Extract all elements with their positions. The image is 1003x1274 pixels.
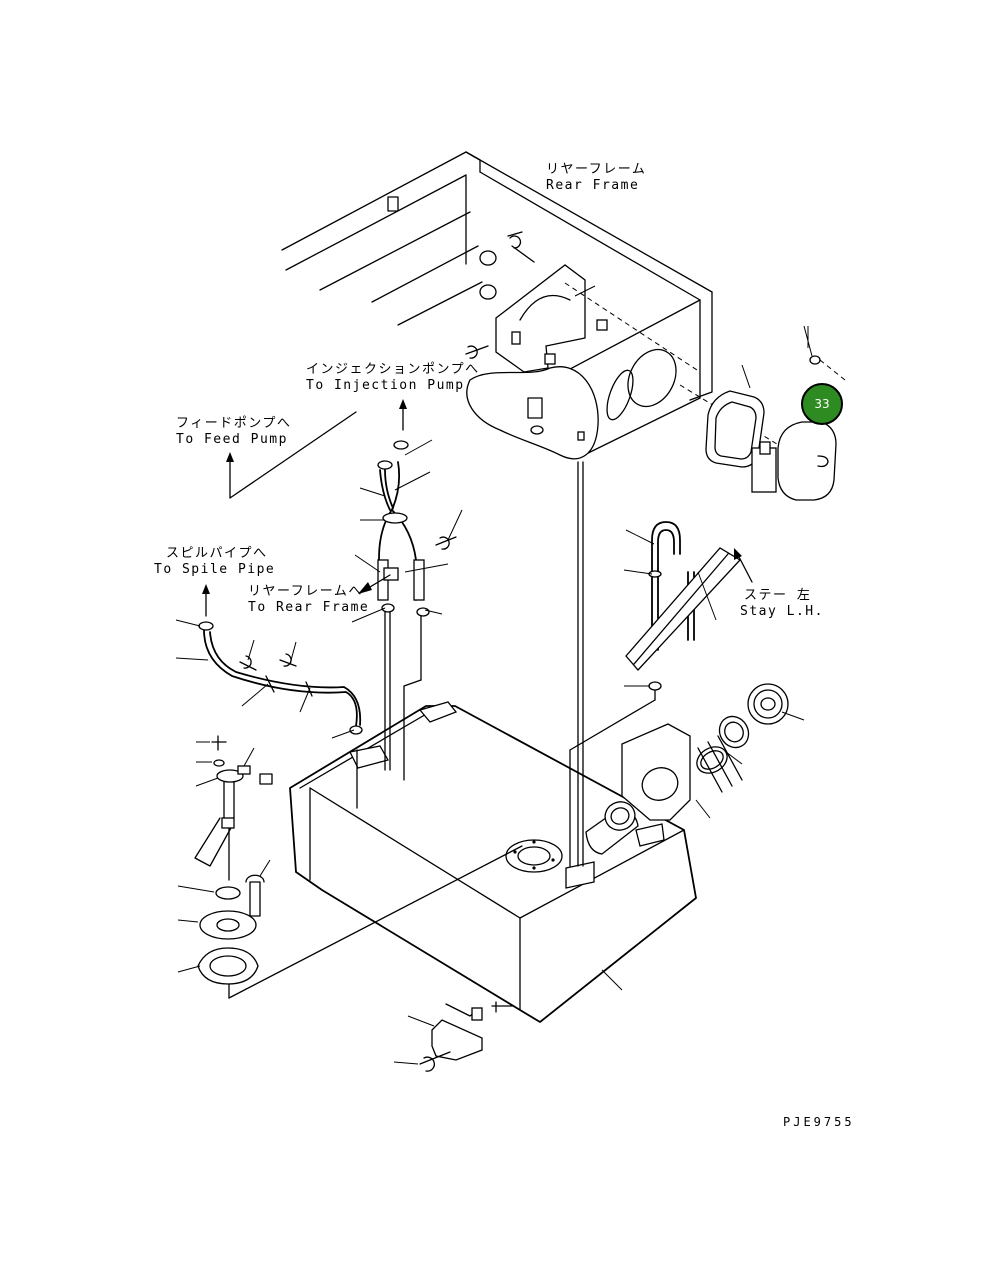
stay-lh-label-en: Stay L.H. [740,604,824,619]
injection-pump-label: インジェクションポンプへ To Injection Pump [306,362,480,394]
stay-lh-label-jp: ステー 左 [744,588,812,603]
spile-pipe-label-jp: スピルパイプへ [166,546,268,561]
fuel-gauge-sender [194,735,523,999]
feed-pump-label-en: To Feed Pump [176,432,288,447]
spill-pipe [198,621,363,735]
y-hose [377,440,457,617]
filler-cap-parts [621,683,789,821]
fuel-tank [289,701,697,1023]
spile-pipe-label: スピルパイプへ To Spile Pipe [154,546,275,578]
to-rear-frame-label-en: To Rear Frame [248,600,370,615]
fuel-lines [356,461,656,867]
rear-frame-label-en: Rear Frame [546,178,640,193]
stay-lh-label: ステー 左 Stay L.H. [740,588,824,620]
direction-arrows [202,399,753,617]
rear-frame-label: リヤーフレーム Rear Frame [546,162,646,194]
spile-pipe-label-en: To Spile Pipe [154,562,276,577]
rear-frame-label-jp: リヤーフレーム [546,162,647,177]
rear-frame [281,151,713,460]
drawing-code: PJE9755 [783,1115,855,1129]
leader-lines [175,285,813,1065]
tank-bracket [419,1001,513,1072]
injection-pump-label-jp: インジェクションポンプへ [306,362,480,377]
feed-pump-label-jp: フィードポンプへ [176,416,292,431]
stay-lh [625,521,742,691]
to-rear-frame-label: リヤーフレームへ To Rear Frame [248,584,369,616]
to-rear-frame-label-jp: リヤーフレームへ [248,584,363,599]
cover-assembly [705,355,837,501]
injection-pump-label-en: To Injection Pump [306,378,465,393]
feed-pump-label: フィードポンプへ To Feed Pump [176,416,291,448]
callout-badge-33[interactable]: 33 [801,383,843,425]
